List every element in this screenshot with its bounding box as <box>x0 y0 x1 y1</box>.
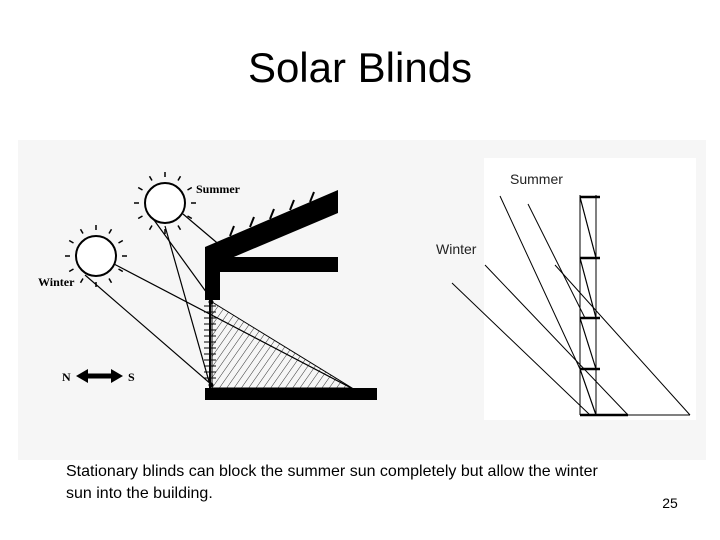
winter-sun-icon <box>65 225 127 287</box>
winter-sunlit-area <box>211 301 354 389</box>
winter-ray-to-sill <box>84 274 213 386</box>
slide-caption: Stationary blinds can block the summer s… <box>66 463 598 502</box>
summer-ray-to-window <box>153 219 213 301</box>
blind-slats <box>580 195 628 417</box>
roof-shingles <box>229 191 315 237</box>
slide-title: Solar Blinds <box>247 44 473 91</box>
right-blinds-diagram: Summer Winter <box>436 158 696 420</box>
compass-south-label: S <box>128 370 135 384</box>
winter-rays <box>451 264 691 416</box>
summer-ray-to-overhang <box>182 213 223 248</box>
right-summer-label: Summer <box>510 171 563 187</box>
left-summer-label: Summer <box>196 182 241 196</box>
summer-rays <box>499 195 586 370</box>
left-section-diagram: Summer Winter N S <box>38 172 377 400</box>
right-winter-label: Winter <box>436 241 477 257</box>
floor-slab <box>205 388 377 400</box>
summer-ray-to-sill <box>164 225 211 386</box>
page-number: 25 <box>662 495 678 511</box>
summer-sun-icon <box>134 172 196 234</box>
compass-north-label: N <box>62 370 71 384</box>
right-panel <box>484 158 696 420</box>
roof-overhang <box>205 190 338 262</box>
ceiling-slab <box>205 257 338 300</box>
compass-arrow-icon <box>76 369 123 383</box>
left-winter-label: Winter <box>38 275 75 289</box>
